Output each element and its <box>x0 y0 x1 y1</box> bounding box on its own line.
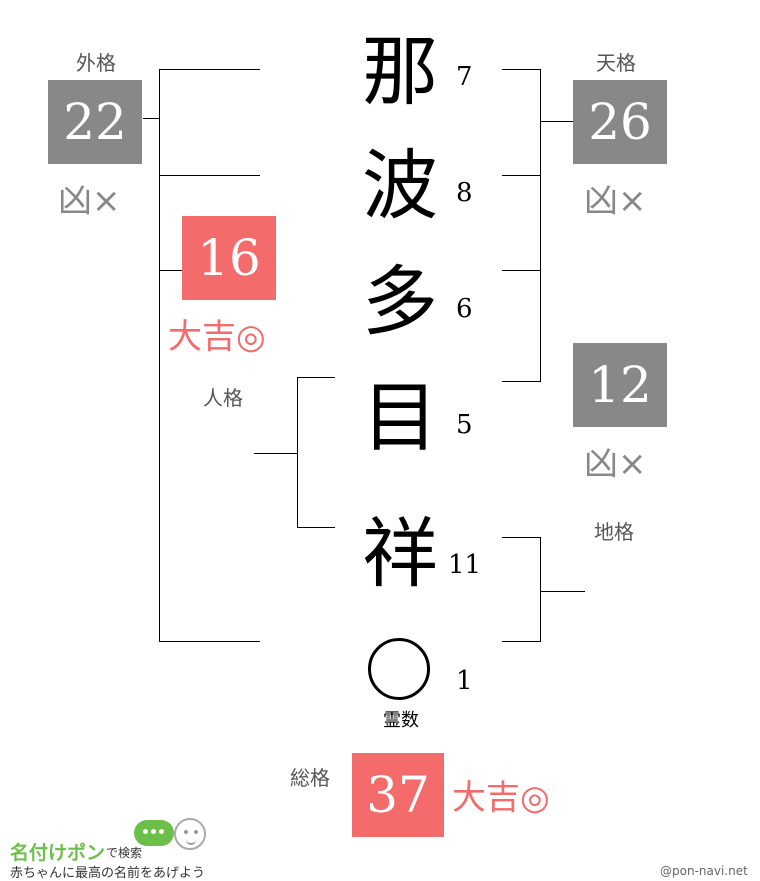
name-char-2: 波 <box>362 141 438 230</box>
site-credit: @pon-navi.net <box>660 864 748 878</box>
spirit-circle <box>368 638 430 700</box>
name-char-1: 那 <box>362 27 438 116</box>
gaikaku-label: 外格 <box>76 51 116 75</box>
jinkaku-fortune: 大吉◎ <box>168 317 266 357</box>
jinkaku-value: 16 <box>182 216 276 300</box>
stroke-count-5: 11 <box>448 550 482 580</box>
soukaku-fortune: 大吉◎ <box>452 778 550 818</box>
stroke-count-4: 5 <box>456 410 473 440</box>
stroke-count-2: 8 <box>456 178 473 208</box>
soukaku-label: 総格 <box>290 766 330 790</box>
stroke-count-1: 7 <box>456 62 473 92</box>
chat-bubble-icon <box>134 820 174 846</box>
site-logo[interactable]: 名付けポン <box>10 842 106 864</box>
gaikaku-fortune: 凶× <box>58 181 121 221</box>
tenkaku-value: 26 <box>573 80 667 164</box>
tenkaku-label: 天格 <box>596 51 636 75</box>
soukaku-value: 37 <box>352 753 444 837</box>
name-char-4: 目 <box>362 373 438 462</box>
extra-value: 12 <box>573 343 667 427</box>
extra-fortune: 凶× <box>584 444 647 484</box>
stroke-count-3: 6 <box>456 294 473 324</box>
gaikaku-value: 22 <box>48 80 142 164</box>
tenkaku-fortune: 凶× <box>584 181 647 221</box>
site-tagline: 赤ちゃんに最高の名前をあげよう <box>10 866 206 881</box>
chikaku-label: 地格 <box>594 520 634 544</box>
spirit-label: 霊数 <box>383 710 419 731</box>
spirit-stroke-count: 1 <box>456 666 473 696</box>
name-char-5: 祥 <box>362 509 438 598</box>
jinkaku-label: 人格 <box>203 386 243 410</box>
baby-face-icon <box>174 818 206 850</box>
name-char-3: 多 <box>362 257 438 346</box>
search-suffix: で検索 <box>106 846 143 860</box>
